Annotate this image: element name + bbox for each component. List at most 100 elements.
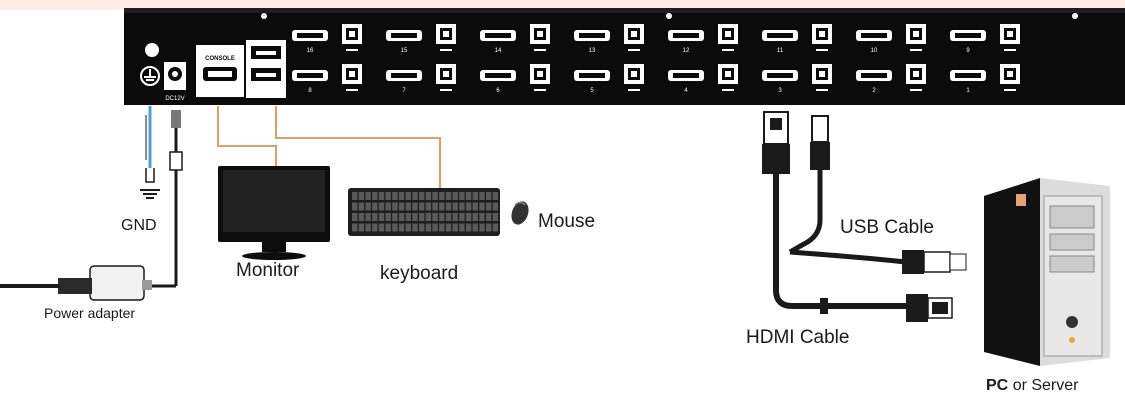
keyboard-key: [365, 213, 371, 221]
port-number-label: 6: [496, 88, 500, 94]
computer-port-7: 7: [386, 64, 456, 94]
usb-symbol-icon: [440, 49, 452, 51]
keyboard-key: [352, 213, 358, 221]
keyboard-key: [472, 213, 478, 221]
computer-port-4: 4: [668, 64, 738, 94]
keyboard-key: [378, 192, 385, 200]
keyboard-key: [425, 213, 432, 221]
keyboard-key: [432, 202, 438, 211]
keyboard-key: [452, 202, 458, 211]
computer-port-11: 11: [762, 24, 832, 54]
keyboard-key: [405, 202, 411, 211]
keyboard-key: [479, 202, 485, 211]
computer-port-16: 16: [292, 24, 362, 54]
pc-or-server-label: PC or Server: [986, 378, 1078, 394]
keyboard-key: [398, 192, 405, 200]
keyboard-key: [392, 213, 398, 221]
computer-cable-hdmi: [762, 111, 953, 322]
keyboard-key: [439, 223, 445, 232]
top-band: [0, 0, 1125, 10]
keyboard-key: [486, 192, 492, 200]
usb-symbol-icon: [440, 89, 452, 91]
power-adapter-label: Power adapter: [44, 305, 136, 321]
keyboard-label: keyboard: [380, 263, 459, 284]
console-label: CONSOLE: [205, 56, 235, 62]
hdmi-cable-label: HDMI Cable: [746, 327, 850, 348]
keyboard-key: [432, 192, 438, 200]
computer-cable-usb: [788, 115, 967, 274]
keyboard-key: [479, 223, 485, 232]
keyboard-key: [385, 202, 391, 211]
keyboard-key: [385, 223, 391, 232]
keyboard-key: [412, 213, 418, 221]
keyboard-key: [405, 223, 411, 232]
computer-port-13: 13: [574, 24, 644, 54]
keyboard-key: [459, 213, 465, 221]
keyboard-icon: [348, 188, 500, 236]
keyboard-key: [479, 213, 485, 221]
keyboard-key: [392, 223, 398, 232]
usb-symbol-icon: [816, 89, 828, 91]
port-number-label: 4: [684, 88, 688, 94]
keyboard-key: [419, 202, 425, 211]
keyboard-key: [452, 192, 458, 200]
mouse-label: Mouse: [538, 211, 596, 232]
usb-symbol-icon: [1004, 49, 1016, 51]
keyboard-key: [398, 213, 405, 221]
dc-jack-icon: [164, 62, 186, 90]
keyboard-key: [398, 202, 405, 211]
keyboard-key: [445, 202, 452, 211]
computer-port-15: 15: [386, 24, 456, 54]
computer-port-2: 2: [856, 64, 926, 94]
usb-symbol-icon: [346, 89, 358, 91]
keyboard-key: [412, 192, 418, 200]
keyboard-key: [445, 213, 452, 221]
keyboard-key: [392, 192, 398, 200]
computer-port-14: 14: [480, 24, 550, 54]
keyboard-key: [472, 223, 478, 232]
usb-symbol-icon: [1004, 89, 1016, 91]
monitor-label: Monitor: [236, 260, 300, 281]
console-port-block: [196, 40, 286, 98]
keyboard-key: [425, 192, 432, 200]
keyboard-key: [412, 202, 418, 211]
keyboard-key: [439, 192, 445, 200]
screw-icon: [145, 43, 159, 57]
keyboard-key: [412, 223, 418, 232]
keyboard-key: [432, 223, 438, 232]
keyboard-key: [439, 213, 445, 221]
usb-symbol-icon: [346, 49, 358, 51]
keyboard-key: [439, 202, 445, 211]
power-cable: [150, 110, 183, 288]
monitor-icon: [218, 166, 330, 260]
port-number-label: 11: [777, 48, 784, 54]
keyboard-key: [465, 213, 472, 221]
keyboard-key: [425, 223, 432, 232]
keyboard-key: [459, 202, 465, 211]
keyboard-key: [365, 202, 371, 211]
mouse-icon: [511, 201, 529, 225]
port-number-label: 14: [495, 48, 502, 54]
usb-symbol-icon: [628, 89, 640, 91]
keyboard-key: [358, 202, 365, 211]
usb-symbol-icon: [628, 49, 640, 51]
keyboard-key: [365, 223, 371, 232]
gnd-label: GND: [121, 217, 157, 234]
keyboard-key: [492, 202, 499, 211]
computer-port-6: 6: [480, 64, 550, 94]
keyboard-key: [358, 223, 365, 232]
usb-symbol-icon: [910, 49, 922, 51]
port-number-label: 3: [778, 88, 782, 94]
keyboard-key: [378, 213, 385, 221]
usb-symbol-icon: [816, 49, 828, 51]
keyboard-key: [358, 213, 365, 221]
usb-cable-label: USB Cable: [840, 217, 934, 238]
keyboard-key: [492, 192, 499, 200]
keyboard-key: [419, 192, 425, 200]
computer-port-3: 3: [762, 64, 832, 94]
ground-cable: [140, 106, 160, 199]
usb-symbol-icon: [722, 89, 734, 91]
keyboard-key: [459, 223, 465, 232]
